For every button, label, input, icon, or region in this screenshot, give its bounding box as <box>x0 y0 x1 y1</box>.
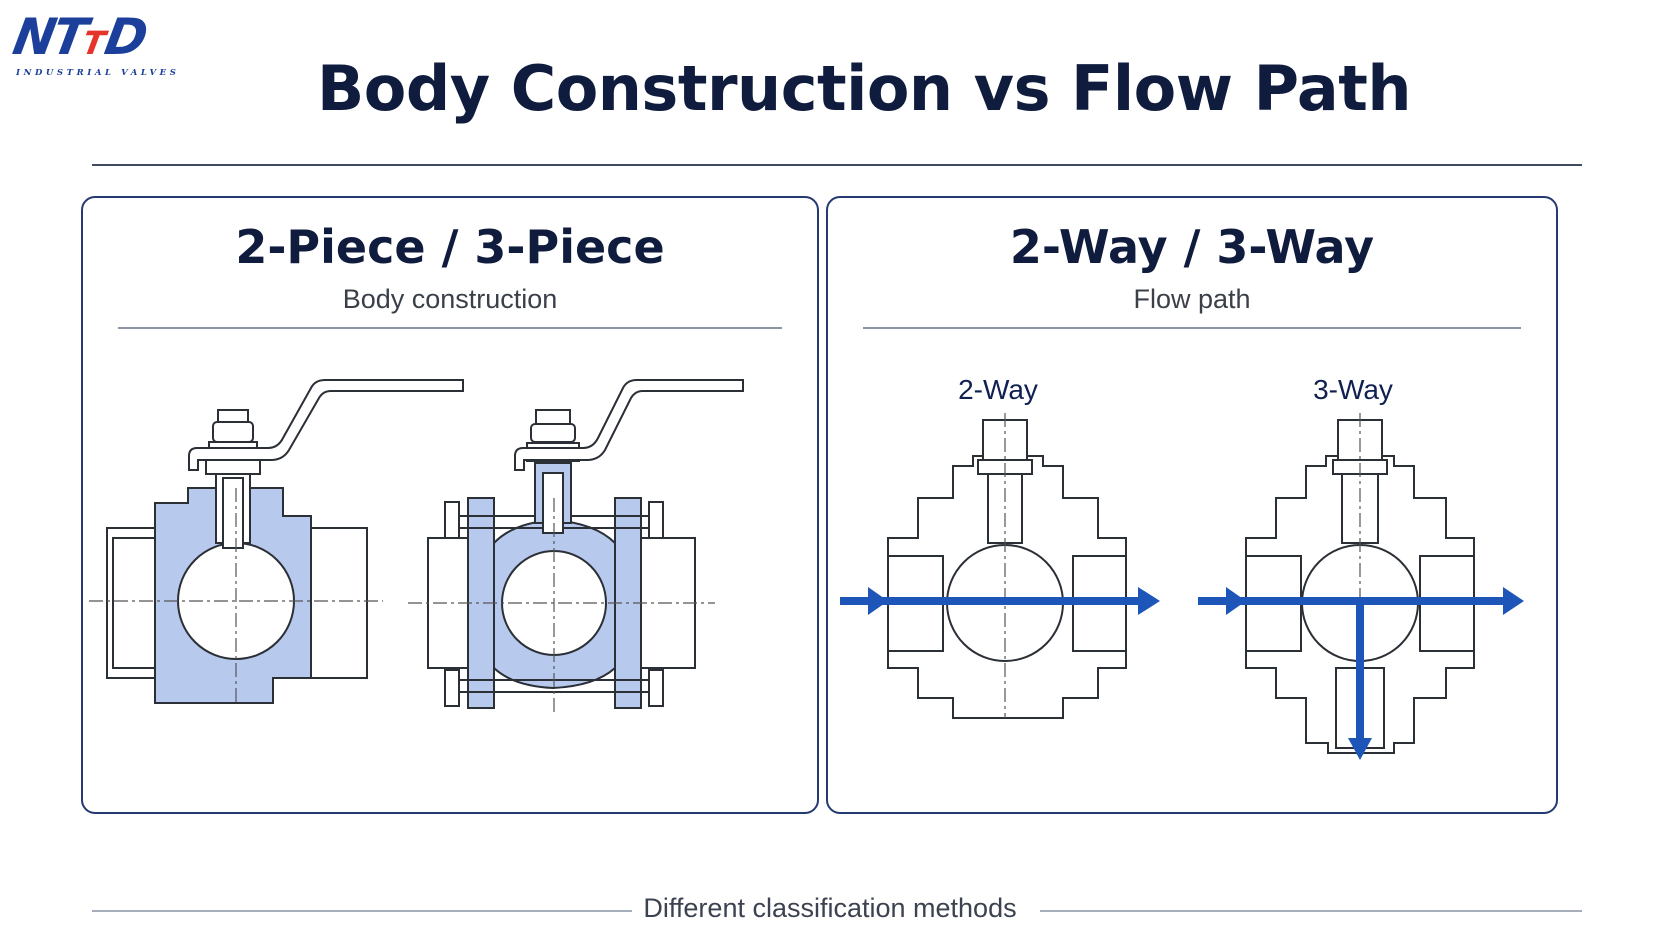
three-piece-valve-drawing <box>408 379 744 713</box>
panel-title-flow-path: 2-Way / 3-Way <box>1009 220 1375 274</box>
panel-body-construction: 2-Piece / 3-Piece Body construction <box>81 196 819 814</box>
three-way-flow-arrow <box>1198 587 1524 760</box>
panel-title-body-construction: 2-Piece / 3-Piece <box>235 220 665 274</box>
two-way-flow-arrow <box>840 587 1160 615</box>
label-two-way: 2-Way <box>958 374 1038 405</box>
flow-path-drawings <box>840 413 1524 760</box>
two-way-valve-drawing <box>887 413 1127 719</box>
footer-caption: Different classification methods <box>643 893 1017 923</box>
panel-subtitle-body-construction: Body construction <box>342 284 558 314</box>
logo-tagline: INDUSTRIAL VALVES <box>16 68 180 78</box>
two-piece-valve-drawing <box>89 379 464 704</box>
valve-body-drawings <box>89 379 744 713</box>
panel-flow-path: 2-Way / 3-Way Flow path 2-Way 3-Way <box>826 196 1558 814</box>
footer-line-left <box>92 910 632 912</box>
page-title: Body Construction vs Flow Path <box>316 52 1412 125</box>
footer-line-right <box>1040 910 1582 912</box>
label-three-way: 3-Way <box>1313 374 1393 405</box>
company-logo: NTTD INDUSTRIAL VALVES <box>9 8 184 78</box>
panel-divider <box>118 327 782 329</box>
panel-subtitle-flow-path: Flow path <box>1133 284 1251 314</box>
panel-divider <box>863 327 1521 329</box>
title-divider <box>92 164 1582 166</box>
